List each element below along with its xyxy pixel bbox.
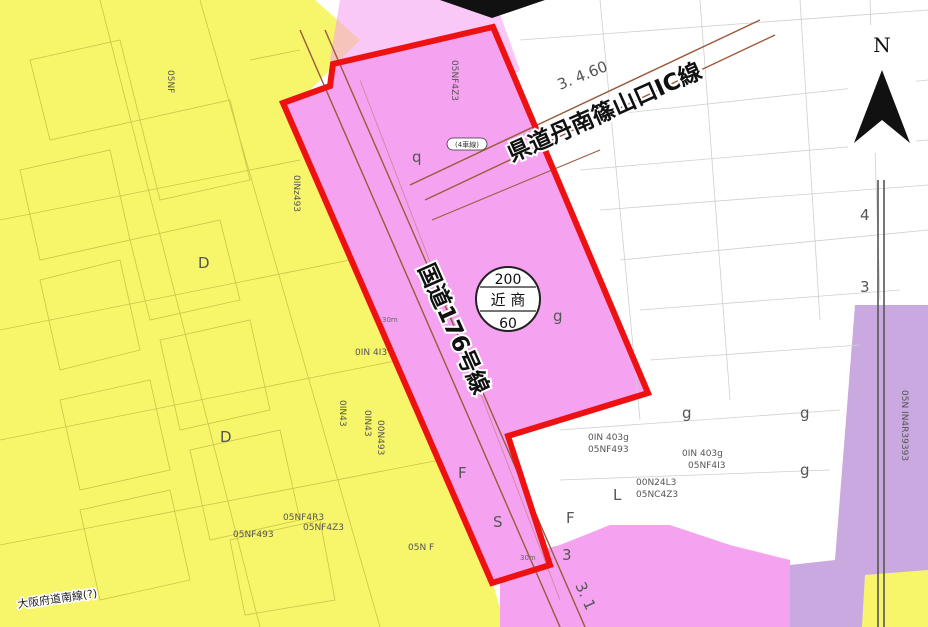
lot-id-2: 05NF4R3 bbox=[283, 513, 324, 523]
vertical-code-4: 05NF4Z3 bbox=[449, 60, 459, 101]
yellow-parcel-lines bbox=[0, 0, 441, 627]
zone-letter-d1: D bbox=[198, 254, 210, 272]
residential-zone-yellow bbox=[0, 0, 505, 627]
lot-id-1: 05NF493 bbox=[233, 530, 274, 540]
vertical-code-5: 0IN43 bbox=[362, 410, 372, 437]
north-arrow-icon bbox=[854, 70, 910, 143]
prefectural-road bbox=[409, 19, 776, 221]
zone-letter-g4: g bbox=[800, 461, 810, 479]
lot-id-7: 05NF4I3 bbox=[688, 461, 725, 471]
lot-id-5: 05NF493 bbox=[588, 445, 629, 455]
plan-area-outline bbox=[278, 23, 653, 587]
residential-zone-yellow-br bbox=[862, 570, 928, 627]
north-label: N bbox=[873, 33, 891, 57]
roadside-number-3: 4 bbox=[860, 206, 870, 224]
svg-text:(4車線): (4車線) bbox=[455, 140, 479, 149]
zone-letter-q: q bbox=[412, 148, 422, 166]
vertical-code-2: 0INz493 bbox=[291, 175, 301, 212]
zone-badge-top: 200 bbox=[495, 272, 522, 288]
lot-id-11: 05N F bbox=[408, 543, 434, 553]
vertical-code-6: 00N493 bbox=[375, 420, 385, 455]
width-tag-2: 30m bbox=[520, 554, 536, 562]
zone-letter-f2: F bbox=[458, 464, 467, 482]
railway-line bbox=[877, 180, 885, 627]
width-tag-1: 30m bbox=[382, 316, 398, 324]
vertical-code-7: 05N IN4R39393 bbox=[899, 390, 909, 461]
zone-badge-bottom: 60 bbox=[499, 316, 517, 332]
north-arrow: N bbox=[848, 25, 916, 153]
zone-letter-s: S bbox=[493, 513, 503, 531]
commercial-zone-pink-bottom bbox=[500, 525, 790, 627]
roadside-number-5: 3 bbox=[562, 546, 572, 564]
industrial-zone-purple bbox=[790, 305, 928, 627]
zone-letter-l: L bbox=[613, 486, 622, 504]
map-top-marker bbox=[440, 0, 545, 18]
lot-id-9: 05NC4Z3 bbox=[636, 490, 678, 500]
lot-id-3: 05NF4Z3 bbox=[303, 523, 344, 533]
zone-letter-f1: F bbox=[566, 509, 575, 527]
zone-badge: 200 近 商 60 bbox=[475, 266, 541, 332]
zone-letter-g2: g bbox=[682, 404, 692, 422]
lot-id-10: 0IN 4I3 bbox=[355, 348, 387, 358]
roadside-number-4: 3 bbox=[860, 278, 870, 296]
national-road bbox=[299, 29, 586, 627]
zone-letter-g3: g bbox=[800, 404, 810, 422]
zone-letter-g1: g bbox=[553, 307, 563, 325]
lot-id-4: 0IN 403g bbox=[588, 433, 629, 443]
lane-note: (4車線) bbox=[446, 137, 488, 151]
vertical-code-1: 05NF bbox=[165, 70, 175, 93]
zone-letter-d2: D bbox=[220, 428, 232, 446]
lot-id-6: 0IN 403g bbox=[682, 449, 723, 459]
vertical-code-3: 0IN43 bbox=[337, 400, 347, 427]
zone-badge-middle: 近 商 bbox=[491, 291, 526, 309]
lot-id-8: 00N24L3 bbox=[636, 478, 676, 488]
commercial-zone-pink bbox=[283, 27, 648, 583]
